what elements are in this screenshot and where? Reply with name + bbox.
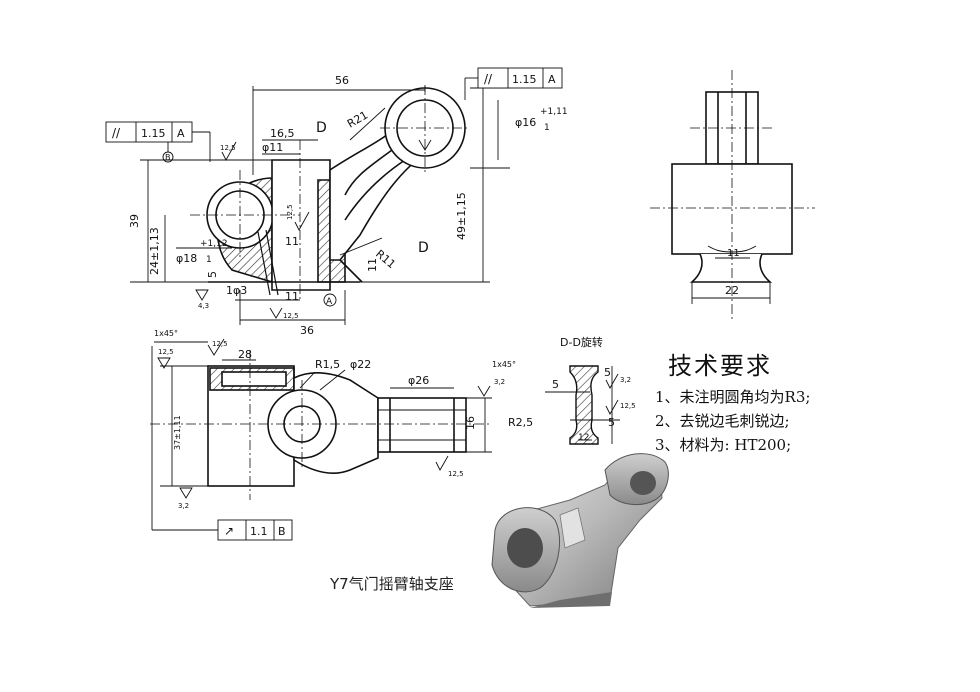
dim-11c: 11 [366,258,379,272]
section-view [569,365,599,445]
dim-16: 16 [464,416,477,430]
side-dimension-lines [691,257,771,304]
dim-dia-11: φ11 [262,141,283,154]
front-centerlines [190,85,470,300]
view-label-d2: D [418,240,429,256]
dim-bore-left-tol-lower: 1 [206,255,212,265]
dim-height-total: 49±1,15 [455,192,468,240]
part-3d-render [491,453,669,608]
dim-bore-left: φ18 [176,252,197,265]
frame-left-datum: A [177,127,185,140]
dim-16-5: 16,5 [270,127,295,140]
dim-top-width: 56 [335,74,349,87]
frame-top-symbol: // [484,72,493,86]
roughness-r11: 12,5 [620,402,636,410]
section-5a: 5 [552,378,559,391]
frame-bottom-value: 1.1 [250,525,268,538]
section-dim-lines [545,366,620,444]
dim-bore-top: φ16 [515,116,536,129]
dim-height-39: 39 [128,214,141,228]
dim-bore-top-tol-upper: +1,11 [540,107,568,117]
tech-requirements-title: 技术要求 [668,352,772,380]
roughness-r6: 12,5 [212,340,228,348]
frame-top-datum: A [548,73,556,86]
front-dimension-lines [130,86,510,325]
chamfer-left: 1x45° [154,329,178,338]
dim-5: 5 [206,271,219,278]
frame-top-value: 1.15 [512,73,537,86]
frame-left-value: 1.15 [141,127,166,140]
front-view [206,87,466,296]
frame-left-symbol: // [112,126,121,140]
feature-frame-left [105,121,211,162]
section-12: 12 [578,433,589,443]
dim-bore-left-tol-upper: +1,12 [200,239,228,249]
frame-bottom-symbol: ↗ [224,524,234,538]
top-dimension-lines [151,341,492,531]
dim-28: 28 [238,348,252,361]
dim-r1-5: R1,5 [315,358,340,371]
roughness-r3: 4,3 [198,302,209,310]
dim-height-24: 24±1,13 [148,227,161,275]
section-5c: 5 [608,416,615,429]
dim-width-36: 36 [300,324,314,337]
dim-bore-top-tol-lower: 1 [544,123,550,133]
dim-dia-22: φ22 [350,358,371,371]
section-title: D-D旋转 [560,335,603,349]
view-label-d1: D [316,120,327,136]
feature-frame-top [464,67,563,100]
dim-dia-3: 1φ3 [226,284,247,297]
top-roughness [157,338,491,499]
feature-frame-bottom [217,519,293,541]
tech-requirement-item: 2、去锐边毛刺锐边; [655,412,790,430]
tech-requirement-item: 1、未注明圆角均为R3; [655,388,811,406]
roughness-r2: 12,5 [286,204,294,220]
section-5b: 5 [604,366,611,379]
dim-side-22: 22 [725,284,739,297]
dim-radius-21: R21 [345,109,370,131]
datum-b-mark: B [165,153,171,162]
chamfer-right: 1x45° [492,360,516,369]
dim-11b: 11 [285,290,299,303]
side-centerlines [650,70,815,320]
drawing-caption: Y7气门摇臂轴支座 [330,575,454,593]
roughness-r1: 12,5 [220,144,236,152]
roughness-r7: 3,2 [494,378,505,386]
dim-dia-26: φ26 [408,374,429,387]
roughness-r9: 3,2 [178,502,189,510]
frame-bottom-datum: B [278,525,286,538]
roughness-r5: 12,5 [158,348,174,356]
section-r2-5: R2,5 [508,416,533,429]
dim-side-11: 11 [727,248,740,259]
top-centerlines [150,350,490,500]
datum-a-mark: A [326,297,333,307]
dim-11a: 11 [285,235,299,248]
roughness-r10: 3,2 [620,376,631,384]
dim-height-37: 37±1,11 [173,415,182,450]
tech-requirement-item: 3、材料为: HT200; [655,436,792,454]
roughness-r8: 12,5 [448,470,464,478]
roughness-r4: 12,5 [283,312,299,320]
